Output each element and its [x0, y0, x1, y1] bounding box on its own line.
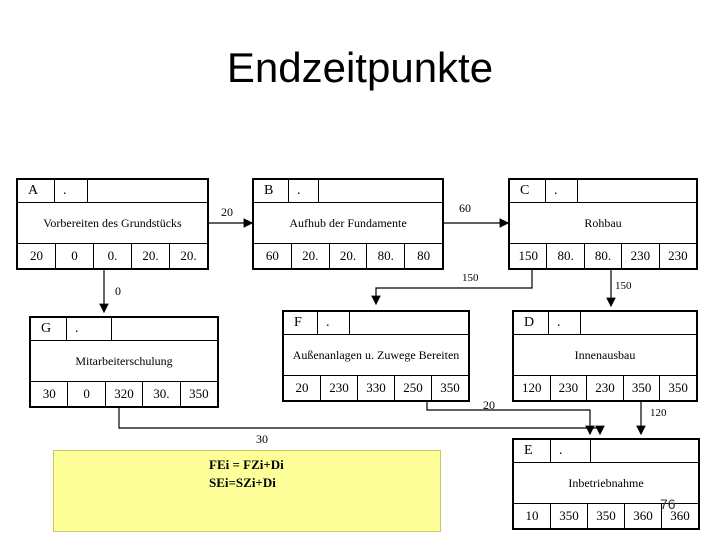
node-value: 20.: [180, 248, 197, 263]
node-value: 230: [622, 244, 660, 268]
node-value: 320: [106, 382, 144, 406]
edge-label-d-e: 120: [650, 407, 667, 419]
edge-label-g-e: 30: [256, 432, 268, 446]
node-value: 0: [56, 244, 94, 268]
node-dot: .: [551, 440, 591, 462]
node-value: 20: [18, 244, 56, 268]
node-id: C: [510, 180, 546, 202]
node-id: F: [284, 312, 318, 334]
edge-label-f-e: 20: [483, 398, 495, 412]
node-id: E: [514, 440, 551, 462]
edge-label-b-c: 60: [459, 201, 471, 215]
node-id: D: [514, 312, 549, 334]
node-value: 350: [189, 386, 209, 401]
formula-line-2: SEi=SZi+Di: [209, 475, 276, 490]
formula-box: FEi = FZi+Di SEi=SZi+Di: [53, 450, 441, 532]
node-value: 150: [510, 244, 548, 268]
formula-line-1: FEi = FZi+Di: [209, 457, 284, 472]
node-value: 350: [624, 376, 661, 400]
node-value: 0.: [94, 244, 132, 268]
node-value: 350: [551, 504, 588, 528]
node-value: 230: [551, 376, 588, 400]
node-name: Mitarbeiterschulung: [75, 353, 173, 368]
node-value: 80.: [585, 244, 623, 268]
node-value: 250: [395, 376, 432, 400]
node-value: 10: [514, 504, 551, 528]
edge-f-e: [426, 402, 595, 436]
node-value: 230: [668, 248, 688, 263]
node-value: 60: [254, 244, 292, 268]
node-value: 20.: [330, 244, 368, 268]
edge-label-a-b: 20: [221, 205, 233, 219]
node-dot: .: [289, 180, 319, 202]
node-dot: .: [67, 318, 112, 340]
node-id: B: [254, 180, 289, 202]
node-id: G: [31, 318, 67, 340]
node-f: F . Außenanlagen u. Zuwege Bereiten 20 2…: [282, 310, 470, 402]
node-e: E . Inbetriebnahme 10 350 350 360 360: [512, 438, 700, 530]
edge-g-e: [118, 408, 605, 436]
node-value: 80.: [367, 244, 406, 268]
node-value: 120: [514, 376, 551, 400]
node-b: B . Aufhub der Fundamente 60 20. 20. 80.…: [252, 178, 444, 270]
edge-label-c-d: 150: [615, 280, 632, 292]
node-value: 80.: [547, 244, 585, 268]
node-a: A . Vorbereiten des Grundstücks 20 0 0. …: [16, 178, 209, 270]
node-dot: .: [546, 180, 578, 202]
node-id: A: [18, 180, 55, 202]
node-value: 350: [668, 380, 688, 395]
page-title: Endzeitpunkte: [226, 44, 494, 91]
node-name: Inbetriebnahme: [568, 475, 644, 490]
node-value: 20.: [132, 244, 170, 268]
node-value: 330: [358, 376, 395, 400]
node-value: 350: [440, 380, 460, 395]
node-value: 360: [670, 508, 690, 523]
node-c: C . Rohbau 150 80. 80. 230 230: [508, 178, 698, 270]
node-value: 20.: [292, 244, 330, 268]
node-value: 230: [587, 376, 624, 400]
node-value: 350: [588, 504, 625, 528]
node-dot: .: [549, 312, 581, 334]
node-value: 360: [625, 504, 662, 528]
edge-label-a-g: 0: [115, 284, 121, 298]
node-dot: .: [318, 312, 350, 334]
node-name: Rohbau: [584, 215, 622, 230]
node-value: 30: [31, 382, 69, 406]
node-value: 0: [68, 382, 106, 406]
page-number: 76: [660, 496, 676, 512]
node-name: Vorbereiten des Grundstücks: [43, 215, 182, 230]
node-g: G . Mitarbeiterschulung 30 0 320 30. 350: [29, 316, 219, 408]
node-value: 230: [321, 376, 358, 400]
node-name: Aufhub der Fundamente: [289, 215, 407, 230]
edge-label-c-f: 150: [462, 272, 479, 284]
node-name: Innenausbau: [574, 347, 636, 362]
node-d: D . Innenausbau 120 230 230 350 350: [512, 310, 698, 402]
edge-c-f: [371, 270, 533, 306]
node-name: Außenanlagen u. Zuwege Bereiten: [292, 347, 460, 362]
node-dot: .: [55, 180, 88, 202]
node-value: 30.: [143, 382, 181, 406]
node-value: 80: [417, 248, 431, 263]
node-value: 20: [284, 376, 321, 400]
